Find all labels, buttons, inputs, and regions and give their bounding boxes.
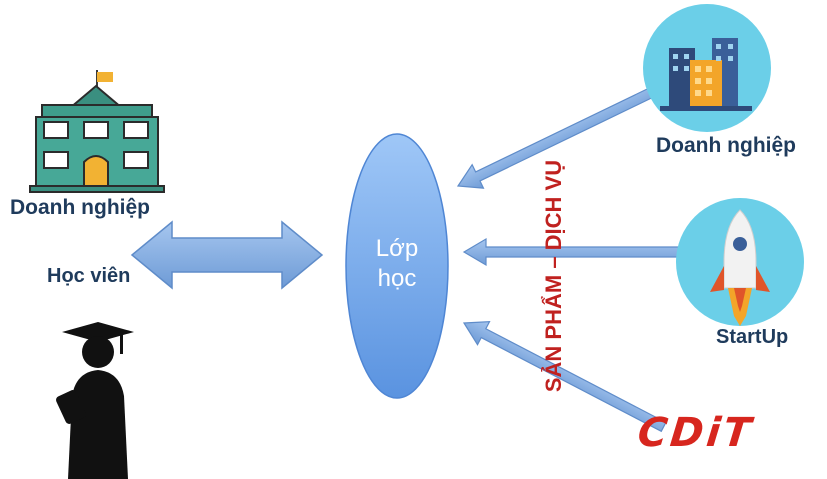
startup-label: StartUp bbox=[716, 326, 789, 348]
arrow-from-cdit bbox=[462, 320, 667, 433]
class-ellipse bbox=[345, 133, 449, 399]
cdit-logo: CDiT bbox=[635, 410, 756, 456]
left-business-label: Doanh nghiệp bbox=[10, 196, 150, 219]
office-buildings-icon bbox=[643, 4, 771, 132]
class-label-line2: học bbox=[377, 265, 417, 292]
products-services-label: SẢN PHẨM – DỊCH VỤ bbox=[541, 159, 566, 393]
rocket-icon bbox=[676, 198, 804, 326]
arrow-from-startup bbox=[462, 237, 687, 267]
graduate-student-icon bbox=[56, 322, 134, 479]
double-arrow bbox=[130, 220, 324, 290]
class-label-line1: Lớp bbox=[375, 235, 419, 262]
school-building-icon bbox=[29, 70, 165, 193]
right-business-label: Doanh nghiệp bbox=[656, 134, 796, 157]
class-label: Lớp học bbox=[346, 234, 448, 294]
student-label: Học viên bbox=[47, 265, 131, 287]
